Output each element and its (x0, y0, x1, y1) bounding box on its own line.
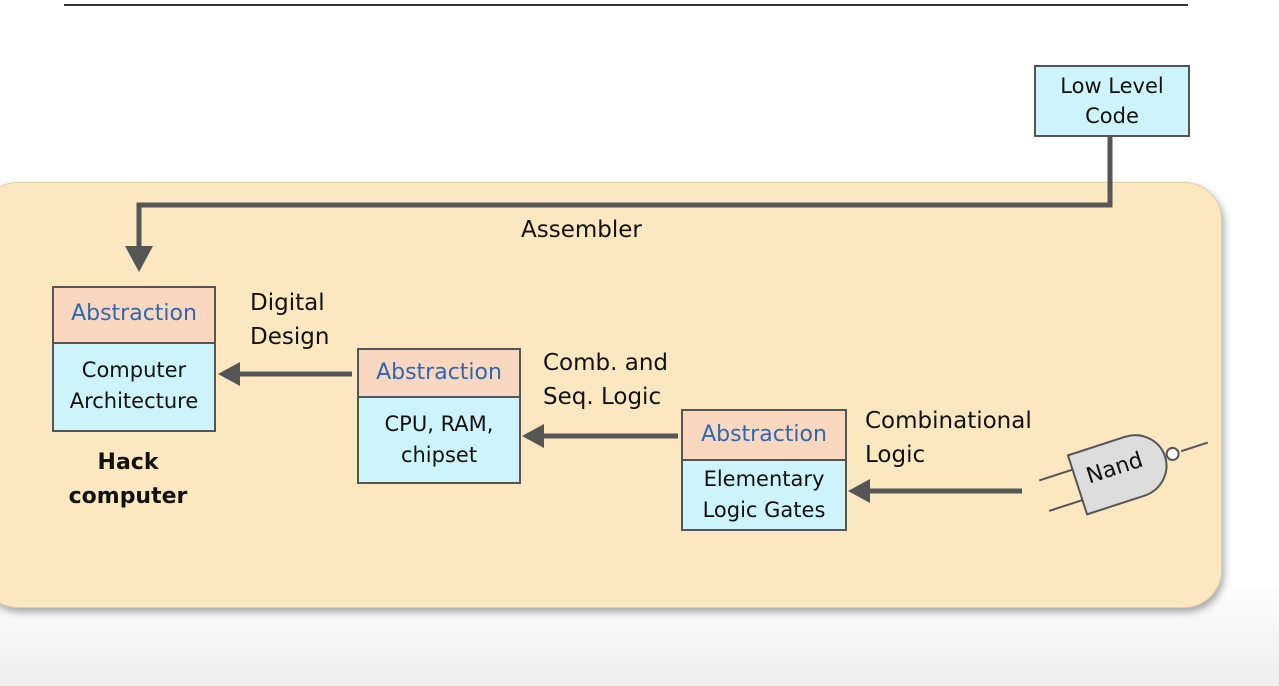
combinational-line2: Logic (865, 442, 926, 468)
digital-design-arrowhead (218, 362, 240, 386)
hack-line1: Hack (97, 450, 159, 475)
logic-gates-line1: Elementary (703, 467, 825, 491)
digital-design-label: Digital Design (250, 286, 329, 354)
low-level-code-line2: Code (1085, 104, 1139, 128)
combinational-logic-label: Combinational Logic (865, 404, 1032, 472)
cpu-ram-line2: chipset (400, 443, 478, 467)
cpu-ram-abstraction-header: Abstraction (359, 350, 519, 398)
logic-gates-line2: Logic Gates (702, 498, 826, 522)
assembler-arrowhead (125, 246, 153, 272)
comb-seq-arrowhead (522, 424, 544, 448)
hack-computer-label: Hack computer (56, 446, 200, 514)
nand-gate-icon (1038, 434, 1209, 516)
comb-seq-line2: Seq. Logic (543, 384, 662, 410)
cpu-ram-chipset-box: Abstraction CPU, RAM, chipset (357, 348, 521, 484)
digital-design-line2: Design (250, 324, 330, 350)
assembler-arrow-line (136, 137, 1113, 250)
abstraction-label: Abstraction (701, 422, 827, 447)
computer-architecture-line1: Computer (81, 358, 187, 382)
digital-design-line1: Digital (250, 290, 325, 316)
abstraction-label: Abstraction (376, 360, 502, 385)
logic-gates-abstraction-header: Abstraction (683, 411, 845, 461)
comb-seq-line1: Comb. and (543, 350, 669, 376)
computer-architecture-line2: Architecture (69, 389, 199, 413)
comb-seq-logic-label: Comb. and Seq. Logic (543, 346, 668, 414)
abstraction-label: Abstraction (71, 301, 197, 326)
assembler-label: Assembler (521, 217, 642, 243)
computer-architecture-box: Abstraction Computer Architecture (52, 286, 216, 432)
combinational-line1: Combinational (865, 408, 1032, 434)
elementary-logic-gates-box: Abstraction Elementary Logic Gates (681, 409, 847, 531)
hack-line2: computer (68, 484, 188, 509)
combinational-arrowhead (848, 479, 870, 503)
low-level-code-line1: Low Level (1060, 74, 1164, 98)
computer-architecture-abstraction-header: Abstraction (54, 288, 214, 344)
top-rule (64, 4, 1188, 6)
cpu-ram-line1: CPU, RAM, (384, 412, 494, 436)
low-level-code-box: Low Level Code (1034, 65, 1190, 137)
